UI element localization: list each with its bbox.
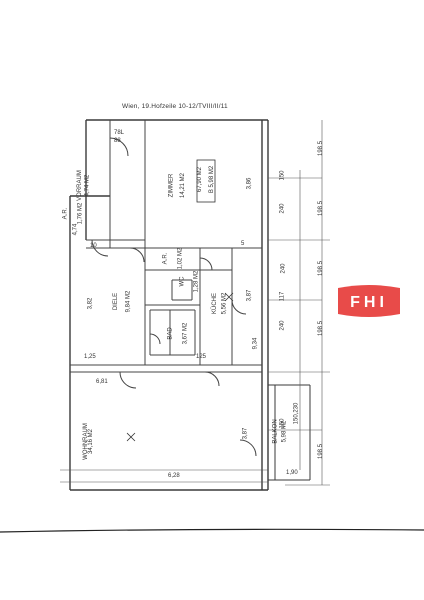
dim-outer-3: 117 bbox=[279, 291, 286, 302]
dim-right-1: 198 5 bbox=[318, 140, 325, 157]
dim-misc-8: 1,90 bbox=[286, 470, 298, 476]
dim-misc-4: 10 bbox=[90, 243, 97, 249]
dim-misc-1: 78L bbox=[114, 130, 125, 136]
dim-outer-1: 150 bbox=[279, 170, 286, 181]
dim-inner-4: 3,87 bbox=[242, 427, 249, 440]
room-area-ar2: 1,02 M2 bbox=[177, 247, 184, 270]
dim-misc-10: 6,81 bbox=[96, 379, 108, 385]
room-area-vorraum: 4,74 M2 bbox=[84, 174, 91, 197]
dim-right-5: 198 5 bbox=[318, 443, 325, 460]
dim-misc-5: 5 bbox=[241, 241, 245, 247]
room-area-wohnraum: 34,16 M2 bbox=[88, 428, 95, 455]
dim-right-2: 198 5 bbox=[318, 200, 325, 217]
address-header: Wien, 19.Hofzeile 10-12/TVIII/II/11 bbox=[122, 103, 228, 110]
dim-outer-5: 150 bbox=[279, 418, 286, 429]
dim-misc-12: 125 bbox=[196, 354, 207, 360]
room-name-vorraum: VORRAUM bbox=[76, 170, 83, 201]
total-area: 67,90 M2 bbox=[197, 166, 204, 193]
dim-misc-3: 4,74 bbox=[72, 223, 79, 236]
dim-misc-2: 88 bbox=[114, 138, 121, 144]
room-name-kueche: KÜCHE bbox=[212, 292, 219, 315]
room-area-ar1: 1,76 M2 bbox=[77, 202, 84, 225]
dim-misc-13: 9,34 bbox=[252, 337, 259, 350]
room-name-bad: BAD bbox=[167, 327, 174, 340]
dim-misc-11: 1,25 bbox=[84, 354, 96, 360]
dim-outer-2: 240 bbox=[279, 203, 286, 214]
total-sub: B 5,98 M2 bbox=[209, 165, 216, 194]
room-name-ar2: A.R. bbox=[162, 252, 169, 265]
room-area-wc: 1,28 M2 bbox=[193, 270, 200, 293]
fhi-logo: FHI bbox=[338, 285, 400, 317]
room-area-zimmer: 14,21 M2 bbox=[180, 172, 187, 199]
dim-misc-9: 150,230 bbox=[293, 402, 300, 425]
svg-text:FHI: FHI bbox=[350, 294, 388, 311]
room-name-zimmer: ZIMMER bbox=[168, 173, 175, 198]
dim-outer-4: 240 bbox=[279, 320, 286, 331]
dim-inner-2: 3,87 bbox=[246, 289, 253, 302]
room-name-ar1: A.R. bbox=[62, 207, 69, 220]
room-area-kueche: 5,56 M2 bbox=[221, 292, 228, 315]
room-name-wc: WC bbox=[179, 276, 186, 287]
room-area-bad: 3,67 M2 bbox=[182, 322, 189, 345]
dim-right-4: 198 5 bbox=[318, 320, 325, 337]
room-area-diele: 9,84 M2 bbox=[125, 290, 132, 313]
dim-inner-3: 3,82 bbox=[87, 297, 94, 310]
dim-misc-6: 240 bbox=[280, 263, 287, 274]
dim-right-3: 198 5 bbox=[318, 260, 325, 277]
dim-inner-1: 3,86 bbox=[246, 177, 253, 190]
room-name-diele: DIELE bbox=[113, 292, 120, 311]
dim-misc-7: 6,28 bbox=[168, 473, 180, 479]
